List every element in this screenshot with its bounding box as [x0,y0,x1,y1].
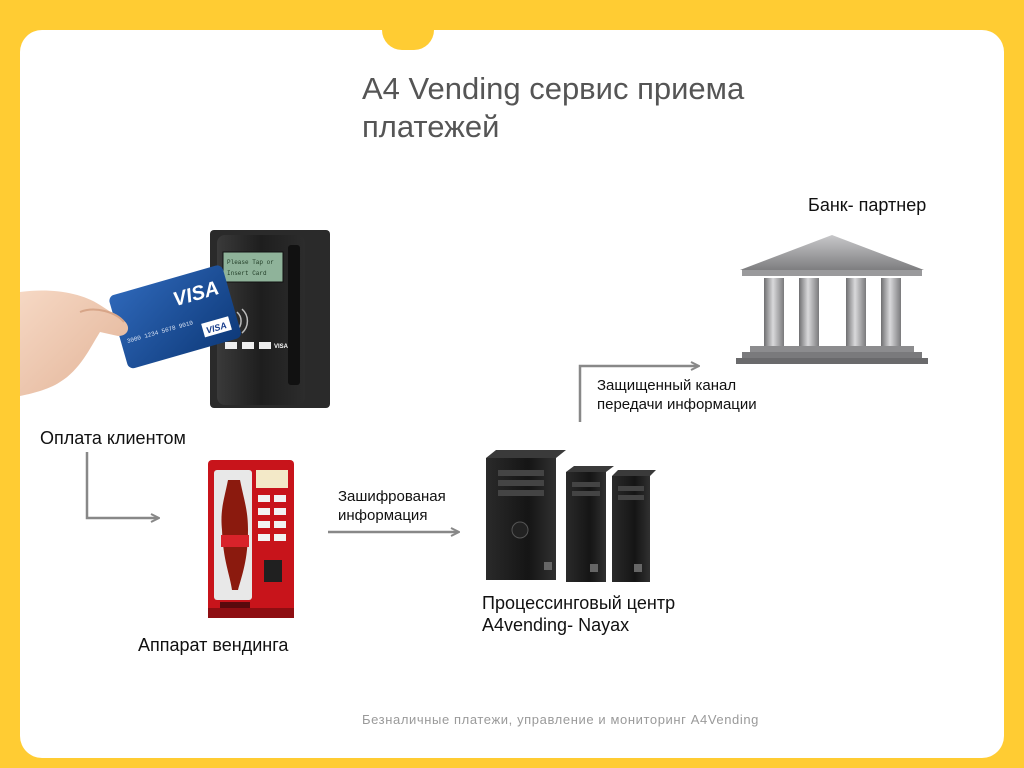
bank-building-illustration [736,235,928,364]
processing-center-line-2: A4vending- Nayax [482,615,630,635]
edge-label-encrypted: Зашифрованая информация [338,487,446,525]
servers-illustration [486,450,656,582]
diagram-canvas: Please Tap or Insert Card VISA VISA 3000… [20,230,928,618]
title-line-2: платежей [362,109,500,144]
secure-line-1: Защищенный канал [597,377,737,394]
bank-step-1 [750,346,914,352]
bank-step-3 [736,358,928,364]
server-rack-2 [566,466,614,582]
payment-logo-3 [259,342,271,349]
bottle-label [221,535,249,547]
card-body [109,265,241,369]
terminal-screen-line-2: Insert Card [227,270,267,277]
card-slot [288,245,300,385]
hand [20,290,129,396]
vending-machine-illustration [208,460,294,618]
slide-title: A4 Vending сервис приема платежей [362,70,882,146]
encrypted-line-2: информация [338,507,428,524]
label-vending-machine: Аппарат вендинга [138,635,289,655]
server-rack-1 [486,450,566,580]
terminal-screen [222,251,284,283]
arrow-processing-to-bank [578,366,698,422]
arrow-client-to-vending [85,452,158,518]
top-notch [382,30,434,50]
slide: A4 Vending сервис приема платежей [20,30,1004,758]
card-brand-badge [201,316,232,338]
server-rack-3 [612,470,656,582]
vending-card-reader [264,560,282,582]
title-line-1: A4 Vending сервис приема [362,71,745,106]
bank-column-1 [764,278,784,346]
bank-column-3 [846,278,866,346]
bank-column-2 [799,278,819,346]
encrypted-line-1: Зашифрованая [338,488,446,505]
label-processing-center: Процессинговый центр A4vending- Nayax [482,592,675,636]
vending-base [208,608,294,618]
payment-logo-2 [242,342,254,349]
terminal-visa-logo: VISA [274,344,289,350]
terminal-screen-line-1: Please Tap or [227,259,274,266]
bank-column-4 [881,278,901,346]
slide-footer: Безналичные платежи, управление и монито… [362,712,760,727]
bank-cornice [742,270,922,276]
visa-card: VISA 3000 1234 5678 9010 VISA [109,265,241,369]
processing-center-line-1: Процессинговый центр [482,593,676,613]
card-terminal-illustration: Please Tap or Insert Card VISA [210,230,330,408]
hand-card-illustration: VISA 3000 1234 5678 9010 VISA [20,265,241,396]
payment-logo-1 [225,342,237,349]
secure-line-2: передачи информации [597,396,757,413]
edge-label-secure-channel: Защищенный канал передачи информации [597,376,757,414]
label-bank-partner: Банк- партнер [808,195,927,215]
thumb [79,308,125,323]
label-client-payment: Оплата клиентом [40,428,186,448]
bank-roof [740,235,924,270]
vending-photo-panel [256,470,288,488]
vending-dispenser [220,602,250,608]
bank-step-2 [742,352,922,358]
selection-buttons [258,495,286,541]
